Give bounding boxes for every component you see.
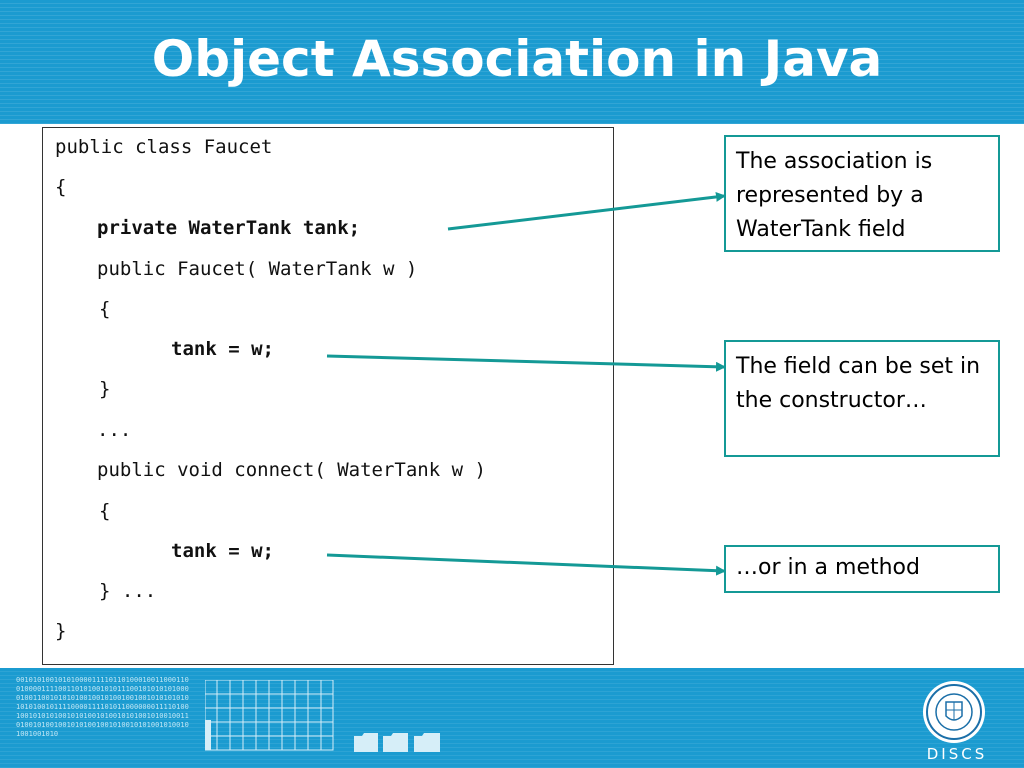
code-line-constructor-sig: public Faucet( WaterTank w ) (97, 258, 418, 280)
code-line-close-brace: } (99, 378, 111, 400)
code-line-method-sig: public void connect( WaterTank w ) (97, 459, 486, 481)
grid-decoration-icon (205, 680, 334, 751)
code-line-1: public class Faucet (55, 136, 273, 158)
code-line-ellipsis: ... (97, 419, 132, 441)
code-line-assign-constructor: tank = w; (171, 338, 274, 360)
code-line-method-open-brace: { (99, 500, 111, 522)
callout-method: …or in a method (724, 545, 1000, 593)
code-line-2: { (55, 176, 67, 198)
callout-constructor: The field can be set in the constructor… (724, 340, 1000, 457)
binary-decoration: 0010101001010100001111011010001001100011… (16, 676, 189, 738)
callout-field: The association is represented by a Wate… (724, 135, 1000, 252)
brand-label: DISCS (926, 745, 988, 763)
footer-bar: 0010101001010100001111011010001001100011… (0, 668, 1024, 768)
slide-title: Object Association in Java (151, 30, 883, 88)
code-line-field-decl: private WaterTank tank; (97, 217, 361, 239)
university-seal-icon (923, 681, 985, 743)
code-line-class-close: } (55, 620, 67, 642)
title-bar: Object Association in Java (0, 0, 1024, 124)
code-panel: public class Faucet { private WaterTank … (42, 127, 614, 665)
code-line-open-brace: { (99, 298, 111, 320)
folder-decoration-icon (354, 733, 440, 752)
code-line-assign-method: tank = w; (171, 540, 274, 562)
code-line-method-close: } ... (99, 580, 157, 602)
